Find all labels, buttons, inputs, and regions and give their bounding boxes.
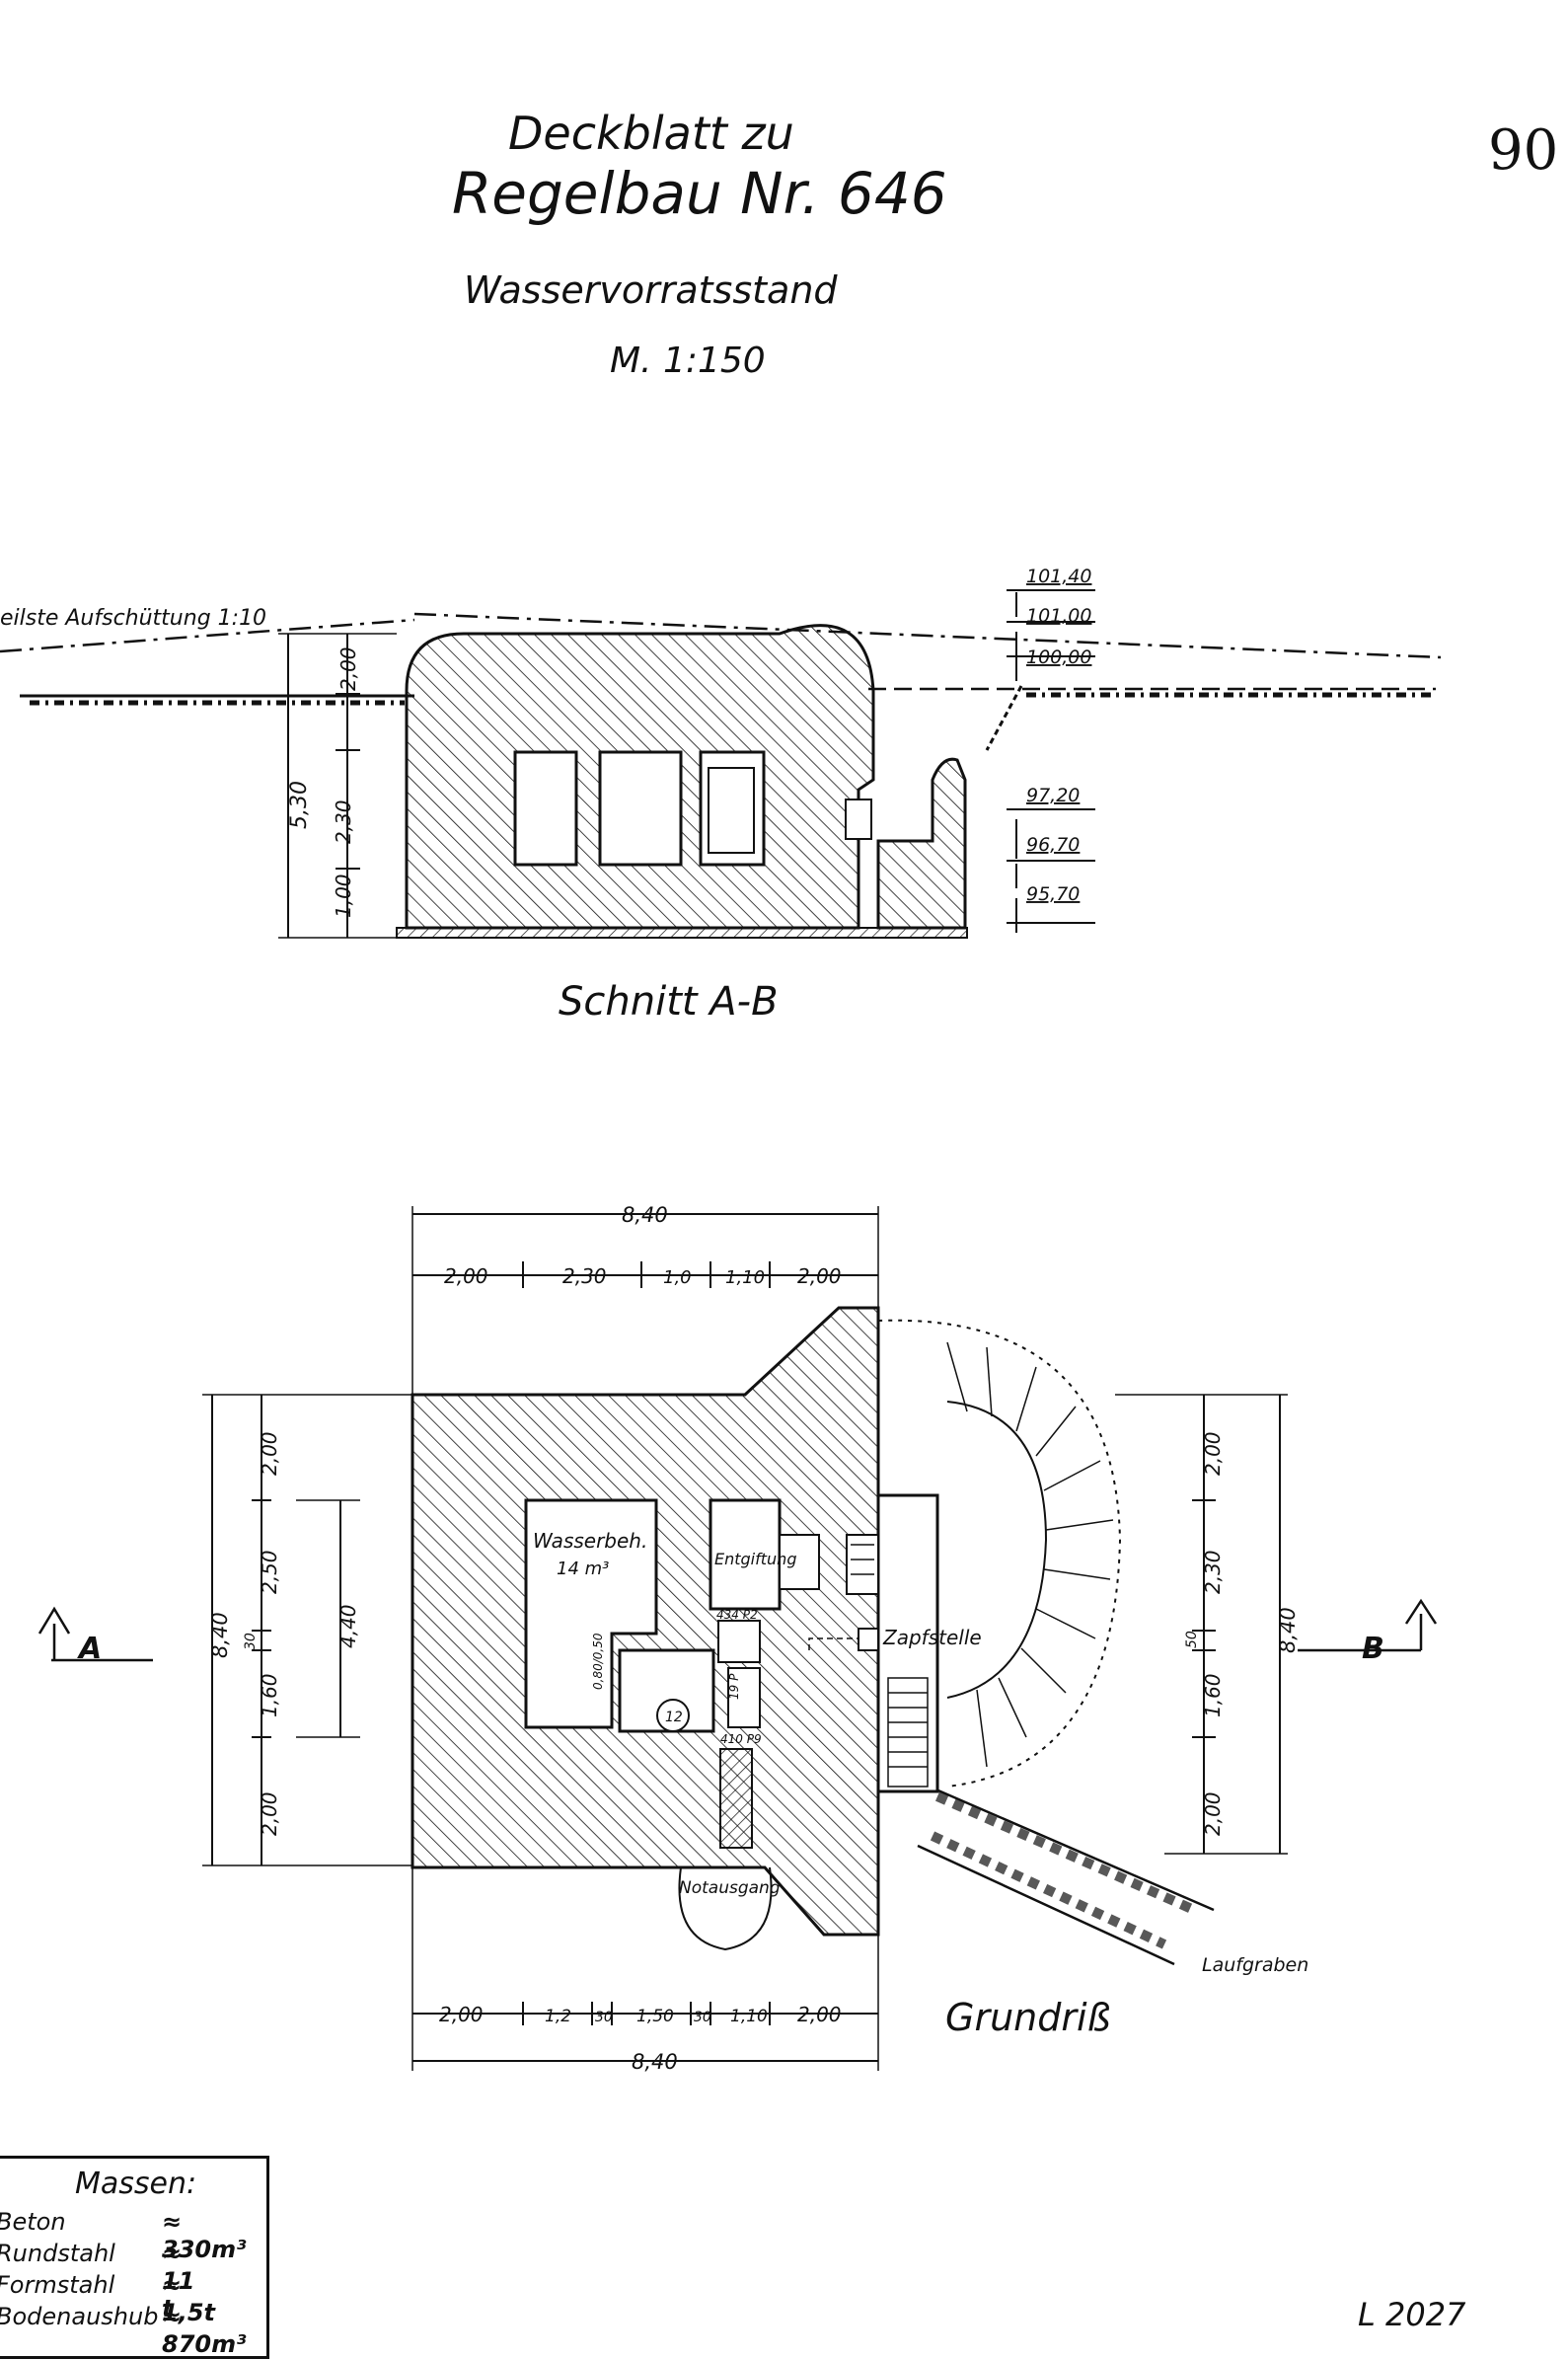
exit-wall [876,757,967,930]
plan-bottom-dim-2: 1,2 [545,2007,571,2026]
plan-right-dim-3: 50 [1184,1631,1200,1648]
plan-bottom-dim-1: 2,00 [439,2003,484,2026]
plan-left-dim-1: 2,00 [258,1431,281,1476]
door-label-4: 410 P9 [720,1732,762,1746]
door-label-2: 0,80/0,50 [591,1633,605,1690]
masses-row: Beton ≈ 330m³ [0,2208,247,2263]
plan-left-dim-4: 1,60 [258,1673,281,1717]
emergency-exit-label: Notausgang [679,1878,781,1898]
plan-top-dim-1: 2,00 [444,1264,488,1288]
water-tank-room [524,1498,658,1729]
cut-marker-a [37,1606,153,1662]
subtitle: Wasservorratsstand [464,268,838,312]
unit-circle [656,1699,690,1732]
trench-label: Laufgraben [1202,1954,1308,1976]
masses-label: Rundstahl [0,2240,115,2267]
plan-bottom-dim-6: 1,10 [730,2007,768,2026]
cut-marker-b [1298,1598,1438,1652]
masses-row: Bodenaushub ≈ 870m³ [0,2303,247,2358]
stair-arc [877,1319,1122,1788]
elev-101-00: 101,00 [1026,605,1091,627]
plan-bottom-dim-4: 1,50 [636,2007,674,2026]
plan-top-dim-2: 2,30 [562,1264,607,1288]
stair-inner-arc [946,1401,1048,1699]
plan-right-dim-1: 2,00 [1201,1431,1225,1476]
title-line-2: Regelbau Nr. 646 [452,160,947,227]
dim-2-30: 2,30 [332,799,355,844]
water-tank-label: Wasserbeh. [533,1529,647,1553]
elev-101-40: 101,40 [1026,566,1091,587]
scale-label: M. 1:150 [610,341,766,381]
elev-100-00: 100,00 [1026,647,1091,668]
opening-2 [598,750,683,867]
plan-left-inner: 4,40 [336,1604,360,1648]
plan-top-dim-4: 1,10 [725,1267,765,1288]
tap-label: Zapfstelle [882,1626,982,1649]
elev-95-70: 95,70 [1026,883,1080,905]
dim-1-00: 1,00 [332,874,355,918]
dim-5-30: 5,30 [287,781,312,829]
plan-right-dim-4: 1,60 [1201,1673,1225,1717]
emergency-exit-arc [678,1866,773,1951]
slope-note: eilste Aufschüttung 1:10 [0,606,266,631]
plan-right-total: 8,40 [1276,1607,1300,1653]
water-tank-volume: 14 m³ [557,1559,609,1579]
elev-96-70: 96,70 [1026,834,1080,856]
masses-value: ≈ 1,5t [162,2271,215,2326]
section-label: Schnitt A-B [559,979,779,1025]
plan-bottom-dim-3: 30 [595,2010,613,2025]
slope-line [0,612,1442,659]
door-label-3: 19 P [727,1673,741,1700]
masses-row: Rundstahl ≈ 11 t [0,2240,194,2322]
unit-label: 12 [665,1710,683,1725]
masses-value: ≈ 330m³ [162,2208,247,2263]
plan-left-dim-5: 2,00 [258,1791,281,1836]
plan-bottom-dim-7: 2,00 [797,2003,842,2026]
section-view [0,589,1442,939]
plan-left-dim-3: 30 [243,1633,259,1650]
decontamination-label: Entgiftung [714,1550,796,1568]
masses-row: Formstahl ≈ 1,5t [0,2271,215,2326]
pump-room [618,1648,715,1733]
masses-title: Massen: [75,2167,197,2201]
plan-left-dim-2: 2,50 [258,1550,281,1594]
masses-value: ≈ 11 t [162,2240,195,2322]
masses-label: Bodenaushub [0,2303,159,2330]
masses-table: Massen: Beton ≈ 330m³ Rundstahl ≈ 11 t F… [0,2156,269,2359]
opening-4 [845,799,872,840]
opening-1 [513,750,578,867]
plan-right-dim-2: 2,30 [1201,1550,1225,1594]
floor-slab [396,927,968,939]
plan-bottom-dim-5: 30 [694,2010,711,2025]
door-label-1: 434 P2 [716,1608,758,1622]
plan-view [37,1206,1438,2071]
masses-label: Beton [0,2208,66,2236]
sheet-id: L 2027 [1358,2296,1466,2333]
trench-slope [985,685,1023,751]
dim-2-00: 2,00 [336,647,360,691]
tap-point [858,1628,879,1651]
plan-right-dim-5: 2,00 [1201,1791,1225,1836]
cut-label-a: A [77,1632,102,1666]
plan-top-total: 8,40 [622,1203,668,1227]
plan-top-dim-3: 1,0 [663,1267,692,1288]
plan-left-total: 8,40 [208,1612,232,1658]
plan-top-dim-5: 2,00 [797,1264,842,1288]
masses-value: ≈ 870m³ [162,2303,247,2358]
title-line-1: Deckblatt zu [508,107,794,160]
cut-label-b: B [1362,1632,1384,1666]
masses-label: Formstahl [0,2271,115,2299]
page-number: 90 [1488,118,1559,183]
elev-97-20: 97,20 [1026,785,1080,806]
plan-bottom-total: 8,40 [632,2050,678,2074]
trench-lines [917,1780,1215,1966]
plan-label: Grundriß [945,1996,1111,2039]
